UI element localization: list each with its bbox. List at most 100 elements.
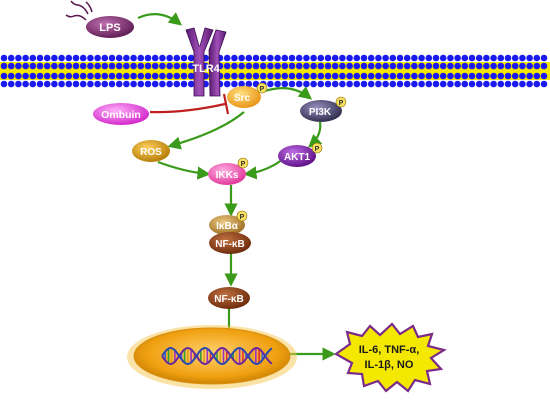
- membrane-lipid-head: [137, 54, 145, 62]
- membrane-lipid-head: [382, 80, 389, 88]
- membrane-lipid-head: [274, 80, 281, 88]
- membrane-lipid-head: [180, 80, 188, 88]
- membrane-lipid-head: [353, 54, 361, 62]
- lps-ellipse: [86, 16, 134, 38]
- membrane-lipid-head: [43, 80, 51, 88]
- membrane-lipid-head: [497, 54, 505, 62]
- membrane-lipid-head: [511, 62, 519, 70]
- membrane-lipid-head: [339, 62, 346, 70]
- membrane-lipid-head: [461, 72, 469, 80]
- membrane-lipid-head: [87, 72, 94, 80]
- membrane-lipid-head: [310, 54, 317, 62]
- membrane-lipid-head: [461, 54, 469, 62]
- akt1-ellipse: [278, 145, 316, 167]
- membrane-lipid-head: [0, 72, 8, 80]
- output-line2: IL-1β, NO: [365, 359, 414, 371]
- membrane-lipid-head: [519, 80, 526, 88]
- membrane-lipid-head: [447, 72, 454, 80]
- membrane-lipid-head: [303, 72, 310, 80]
- membrane-lipid-head: [115, 72, 123, 80]
- inhibition-bar: [222, 93, 230, 115]
- membrane-lipid-head: [526, 54, 533, 62]
- membrane-lipid-head: [533, 72, 541, 80]
- akt1-node: AKT1 P: [278, 142, 323, 167]
- membrane-lipid-head: [346, 62, 353, 70]
- membrane-lipid-head: [159, 54, 166, 62]
- membrane-lipid-head: [367, 80, 375, 88]
- membrane-lipid-head: [288, 80, 296, 88]
- membrane-lipid-head: [159, 80, 166, 88]
- membrane-lipid-head: [22, 80, 29, 88]
- membrane-lipid-head: [173, 72, 181, 80]
- membrane-lipid-head: [389, 72, 397, 80]
- ikks-phospho-label: P: [241, 161, 246, 168]
- membrane-lipid-head: [58, 54, 65, 62]
- membrane-lipid-head: [432, 80, 440, 88]
- membrane-lipid-head: [115, 62, 123, 70]
- membrane-lipid-head: [439, 72, 447, 80]
- membrane-lipid-head: [324, 80, 332, 88]
- membrane-lipid-head: [51, 62, 58, 70]
- membrane-lipid-head: [317, 54, 325, 62]
- membrane-lipid-head: [439, 80, 447, 88]
- membrane-lipid-head: [367, 54, 375, 62]
- membrane-lipid-head: [519, 54, 526, 62]
- lps-node: LPS: [65, 0, 134, 38]
- membrane-lipid-head: [65, 72, 73, 80]
- akt1-label: AKT1: [284, 152, 311, 163]
- membrane-lipid-head: [533, 80, 541, 88]
- membrane-lipid-head: [101, 80, 109, 88]
- membrane-lipid-head: [180, 72, 188, 80]
- membrane-lipid-head: [468, 80, 476, 88]
- pi3k-ellipse: [300, 100, 342, 122]
- membrane-lipid-head: [382, 54, 389, 62]
- membrane-lipid-head: [115, 80, 123, 88]
- membrane-lipid-head: [288, 54, 296, 62]
- nucleus-body: [133, 327, 291, 385]
- membrane-lipid-head: [375, 62, 382, 70]
- membrane-lipid-head: [519, 62, 526, 70]
- membrane-lipid-head: [425, 72, 433, 80]
- membrane-lipid-head: [411, 62, 418, 70]
- dna-helix-icon: [161, 346, 273, 366]
- membrane-lipid-head: [58, 80, 65, 88]
- membrane-lipid-head: [533, 54, 541, 62]
- membrane-lipid-head: [123, 62, 130, 70]
- membrane-lipid-head: [511, 54, 519, 62]
- membrane-lipid-head: [123, 72, 130, 80]
- membrane-lipid-head: [259, 72, 267, 80]
- nfkb-label: NF-κB: [214, 294, 243, 305]
- membrane-lipid-head: [418, 80, 425, 88]
- membrane-lipid-head: [245, 62, 253, 70]
- membrane-lipid-head: [36, 62, 44, 70]
- membrane-lipid-head: [346, 54, 353, 62]
- arrow-src-to-pi3k: [261, 86, 313, 100]
- membrane-lipid-head: [454, 80, 461, 88]
- membrane-lipid-head: [108, 72, 116, 80]
- membrane-lipid-head: [511, 80, 519, 88]
- membrane-lipid-head: [7, 62, 15, 70]
- membrane-lipid-head: [231, 80, 238, 88]
- membrane-lipid-head: [331, 72, 339, 80]
- membrane-lipid-head: [403, 54, 411, 62]
- membrane-lipid-head: [353, 62, 361, 70]
- membrane-lipid-head: [454, 54, 461, 62]
- membrane-lipid-head: [238, 54, 245, 62]
- membrane-lipid-head: [454, 62, 461, 70]
- membrane-lipid-head: [187, 54, 195, 62]
- membrane-lipid-head: [274, 62, 281, 70]
- membrane-lipid-head: [483, 62, 490, 70]
- membrane-lipid-head: [447, 54, 454, 62]
- membrane-lipid-head: [439, 62, 447, 70]
- membrane-lipid-head: [403, 80, 411, 88]
- membrane-lipid-head: [130, 80, 137, 88]
- membrane-lipid-head: [447, 62, 454, 70]
- membrane-lipid-head: [79, 62, 87, 70]
- lps-tails: [65, 0, 93, 21]
- membrane-lipid-head: [519, 72, 526, 80]
- membrane-lipid-head: [324, 54, 332, 62]
- membrane-lipid-head: [447, 80, 454, 88]
- akt1-phospho-label: P: [315, 146, 320, 153]
- membrane-lipid-head: [94, 54, 101, 62]
